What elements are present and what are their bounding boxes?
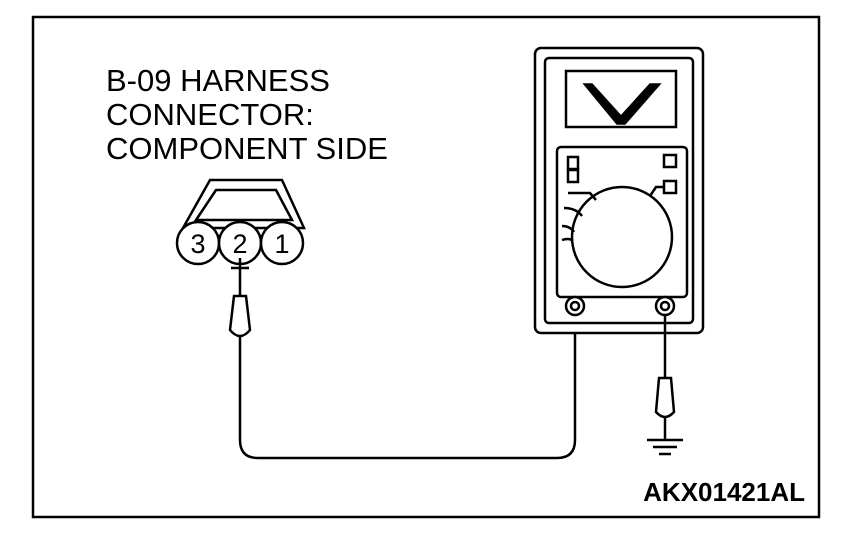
ground-probe-handle [654, 376, 676, 419]
multimeter-body [533, 46, 705, 335]
connector-housing [180, 178, 306, 230]
display-v-icon [582, 83, 662, 125]
input-jack-com-inner [569, 300, 581, 312]
dial-mark-3 [561, 224, 576, 233]
figure-code: AKX01421AL [643, 477, 805, 507]
connector-label: B-09 HARNESS CONNECTOR: COMPONENT SIDE [106, 63, 388, 166]
connector-pin-1 [259, 220, 305, 266]
harness-connector [175, 178, 306, 266]
indicator-box-left-2 [566, 168, 580, 184]
connector-housing-inner [193, 188, 295, 222]
diagram-frame [31, 15, 821, 519]
multimeter-display [564, 69, 678, 129]
probe-handle [228, 294, 252, 338]
test-lead-wire [238, 310, 577, 460]
probe-ground [654, 315, 676, 440]
dial-mark-5 [648, 185, 664, 197]
multimeter-panel [555, 145, 689, 299]
ground-icon [647, 438, 683, 456]
input-jack-v-inner [659, 300, 671, 312]
dial-mark-4 [561, 237, 573, 242]
input-jack-v [654, 295, 676, 317]
connector-pin-label-1: 1 [274, 229, 289, 259]
rotary-dial [570, 185, 674, 289]
indicator-box-right-top [662, 153, 678, 169]
connector-pin-label-2: 2 [232, 229, 247, 259]
connector-pin-label-3: 3 [190, 229, 205, 259]
multimeter-body-inner [543, 56, 695, 325]
probe-positive [228, 258, 252, 338]
connector-label-line3: COMPONENT SIDE [106, 131, 388, 166]
dial-mark-2 [563, 206, 583, 217]
multimeter [533, 46, 705, 335]
input-jack-com [564, 295, 586, 317]
connector-label-line2: CONNECTOR: [106, 97, 314, 132]
dial-mark-1 [568, 191, 597, 201]
connector-pin-labels: 3 2 1 [190, 229, 289, 259]
connector-label-line1: B-09 HARNESS [106, 63, 330, 98]
